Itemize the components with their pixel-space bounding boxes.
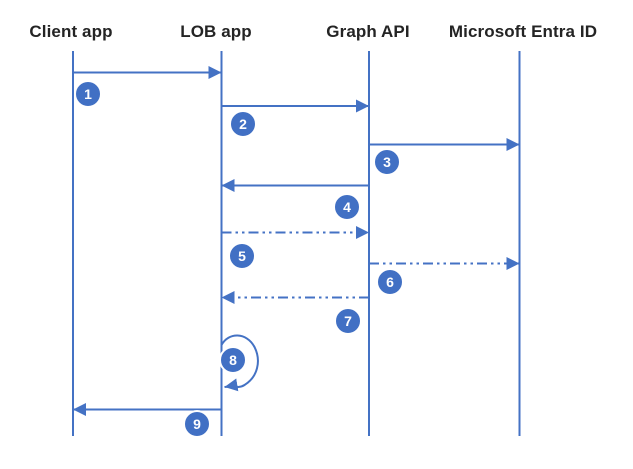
step-badge-number-8: 8 bbox=[229, 352, 237, 368]
step-badge-9 bbox=[183, 410, 211, 438]
actor-label-graph-api: Graph API bbox=[326, 22, 410, 41]
step-badge-4 bbox=[333, 193, 361, 221]
step-arrow-8-self-loop bbox=[220, 334, 259, 392]
step-badge-2 bbox=[229, 110, 257, 138]
step-badge-1 bbox=[74, 80, 102, 108]
step-badge-7 bbox=[334, 307, 362, 335]
step-badge-number-9: 9 bbox=[193, 416, 201, 432]
step-badge-8 bbox=[219, 346, 247, 374]
step-badge-number-1: 1 bbox=[84, 86, 92, 102]
step-badge-number-6: 6 bbox=[386, 274, 394, 290]
step-badge-number-4: 4 bbox=[343, 199, 351, 215]
step-badge-number-3: 3 bbox=[383, 154, 391, 170]
step-badge-5 bbox=[228, 242, 256, 270]
step-badge-number-5: 5 bbox=[238, 248, 246, 264]
step-badge-number-7: 7 bbox=[344, 313, 352, 329]
actor-label-microsoft-entra-id: Microsoft Entra ID bbox=[448, 22, 598, 41]
step-badge-6 bbox=[376, 268, 404, 296]
actor-label-client-app: Client app bbox=[29, 22, 113, 41]
actor-label-lob-app: LOB app bbox=[180, 22, 252, 41]
step-badge-3 bbox=[373, 148, 401, 176]
step-badge-number-2: 2 bbox=[239, 116, 247, 132]
